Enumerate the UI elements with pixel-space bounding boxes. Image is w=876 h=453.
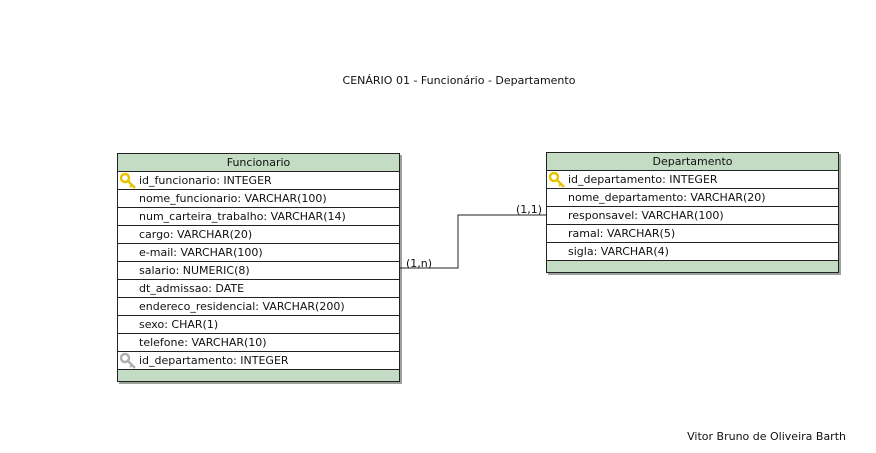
- attribute-row: nome_departamento: VARCHAR(20): [547, 189, 838, 207]
- attribute-label: cargo: VARCHAR(20): [139, 228, 253, 241]
- attribute-row: id_departamento: INTEGER: [118, 352, 399, 370]
- cardinality-departamento: (1,1): [516, 203, 543, 216]
- attribute-label: nome_departamento: VARCHAR(20): [568, 191, 766, 204]
- attribute-row: telefone: VARCHAR(10): [118, 334, 399, 352]
- attribute-row: salario: NUMERIC(8): [118, 262, 399, 280]
- attribute-row: ramal: VARCHAR(5): [547, 225, 838, 243]
- attribute-row: id_funcionario: INTEGER: [118, 172, 399, 190]
- attribute-label: id_departamento: INTEGER: [568, 173, 718, 186]
- attribute-row: cargo: VARCHAR(20): [118, 226, 399, 244]
- entity-header: Departamento: [547, 153, 838, 171]
- attribute-label: e-mail: VARCHAR(100): [139, 246, 263, 259]
- author-credit: Vitor Bruno de Oliveira Barth: [687, 430, 846, 443]
- attribute-row: sexo: CHAR(1): [118, 316, 399, 334]
- cardinality-funcionario: (1,n): [406, 257, 433, 270]
- attribute-label: dt_admissao: DATE: [139, 282, 245, 295]
- attribute-row: num_carteira_trabalho: VARCHAR(14): [118, 208, 399, 226]
- attribute-label: responsavel: VARCHAR(100): [568, 209, 724, 222]
- attribute-row: responsavel: VARCHAR(100): [547, 207, 838, 225]
- entity-footer: [547, 261, 838, 272]
- attribute-label: id_funcionario: INTEGER: [139, 174, 272, 187]
- foreign-key-icon: [119, 352, 137, 369]
- attribute-label: sexo: CHAR(1): [139, 318, 219, 331]
- attribute-label: endereco_residencial: VARCHAR(200): [139, 300, 345, 313]
- attribute-label: sigla: VARCHAR(4): [568, 245, 669, 258]
- attribute-label: telefone: VARCHAR(10): [139, 336, 267, 349]
- attribute-row: e-mail: VARCHAR(100): [118, 244, 399, 262]
- entity-header: Funcionario: [118, 154, 399, 172]
- primary-key-icon: [548, 171, 566, 188]
- attribute-label: num_carteira_trabalho: VARCHAR(14): [139, 210, 346, 223]
- entity-footer: [118, 370, 399, 381]
- attribute-row: id_departamento: INTEGER: [547, 171, 838, 189]
- primary-key-icon: [119, 172, 137, 189]
- attribute-row: dt_admissao: DATE: [118, 280, 399, 298]
- entity-departamento[interactable]: Departamento id_departamento: INTEGER no…: [546, 152, 839, 273]
- attribute-row: sigla: VARCHAR(4): [547, 243, 838, 261]
- attribute-label: nome_funcionario: VARCHAR(100): [139, 192, 327, 205]
- attribute-label: salario: NUMERIC(8): [139, 264, 250, 277]
- attribute-label: ramal: VARCHAR(5): [568, 227, 676, 240]
- diagram-title: CENÁRIO 01 - Funcionário - Departamento: [342, 74, 576, 87]
- attribute-row: nome_funcionario: VARCHAR(100): [118, 190, 399, 208]
- attribute-row: endereco_residencial: VARCHAR(200): [118, 298, 399, 316]
- attribute-label: id_departamento: INTEGER: [139, 354, 289, 367]
